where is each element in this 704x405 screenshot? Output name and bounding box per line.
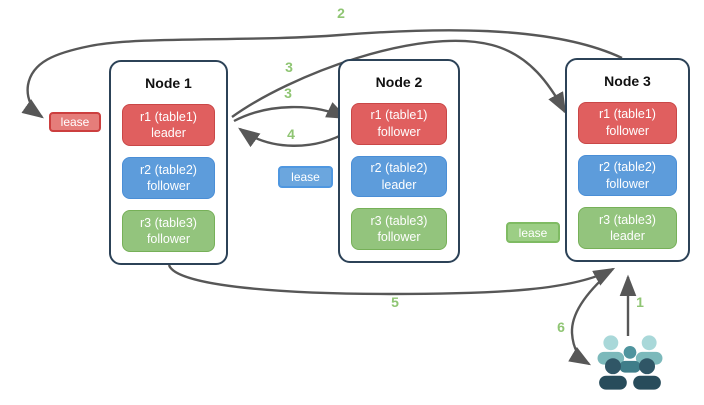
step-label-2: 2 bbox=[337, 5, 345, 21]
step-label-3b: 3 bbox=[284, 85, 292, 101]
node1-box: Node 1 r1 (table1) leader r2 (table2) fo… bbox=[109, 60, 228, 265]
lease-badge-node3-r3: lease bbox=[506, 222, 560, 243]
step-label-1: 1 bbox=[636, 294, 644, 310]
replica-name: r3 (table3) bbox=[599, 212, 656, 227]
node1-replica-r2: r2 (table2) follower bbox=[122, 157, 215, 199]
replica-role: follower bbox=[377, 230, 421, 245]
node3-replica-r2: r2 (table2) follower bbox=[578, 154, 677, 197]
node2-box: Node 2 r1 (table1) follower r2 (table2) … bbox=[338, 59, 460, 263]
replica-name: r1 (table1) bbox=[599, 107, 656, 122]
replica-name: r3 (table3) bbox=[370, 213, 428, 228]
step-label-6: 6 bbox=[557, 319, 565, 335]
users-icon bbox=[597, 335, 663, 390]
node1-replica-r1: r1 (table1) leader bbox=[122, 104, 215, 146]
replica-role: leader bbox=[151, 126, 186, 140]
node2-replica-r2: r2 (table2) leader bbox=[351, 155, 447, 198]
lease-badge-node1-r1: lease bbox=[49, 112, 101, 132]
lease-badge-node2-r2: lease bbox=[278, 166, 333, 188]
node3-title: Node 3 bbox=[604, 73, 651, 89]
node1-title: Node 1 bbox=[145, 75, 192, 91]
node2-replica-r3: r3 (table3) follower bbox=[351, 208, 447, 251]
replica-name: r1 (table1) bbox=[140, 109, 197, 124]
replica-name: r2 (table2) bbox=[599, 160, 656, 174]
replica-name: r1 (table1) bbox=[370, 108, 428, 123]
node3-box: Node 3 r1 (table1) follower r2 (table2) … bbox=[565, 58, 690, 262]
step-label-5: 5 bbox=[391, 294, 399, 310]
node2-replica-r1: r1 (table1) follower bbox=[351, 103, 447, 145]
replica-role: follower bbox=[377, 124, 421, 139]
replica-name: r3 (table3) bbox=[140, 215, 197, 230]
node2-title: Node 2 bbox=[375, 74, 423, 90]
step-label-4: 4 bbox=[287, 126, 295, 142]
replica-role: leader bbox=[381, 177, 417, 192]
arrow-5-node1-to-node3 bbox=[167, 264, 616, 296]
replica-name: r2 (table2) bbox=[140, 162, 197, 177]
replica-name: r2 (table2) bbox=[370, 161, 428, 175]
replica-role: follower bbox=[605, 176, 650, 191]
replica-role: follower bbox=[146, 179, 191, 193]
node1-replica-r3: r3 (table3) follower bbox=[122, 210, 215, 252]
replica-role: leader bbox=[610, 229, 645, 244]
replica-role: follower bbox=[605, 123, 650, 138]
arrow-3-node1-to-node2 bbox=[233, 102, 349, 123]
node3-replica-r1: r1 (table1) follower bbox=[578, 102, 677, 144]
replica-role: follower bbox=[146, 232, 191, 246]
node3-replica-r3: r3 (table3) leader bbox=[578, 207, 677, 250]
step-label-3a: 3 bbox=[285, 59, 293, 75]
